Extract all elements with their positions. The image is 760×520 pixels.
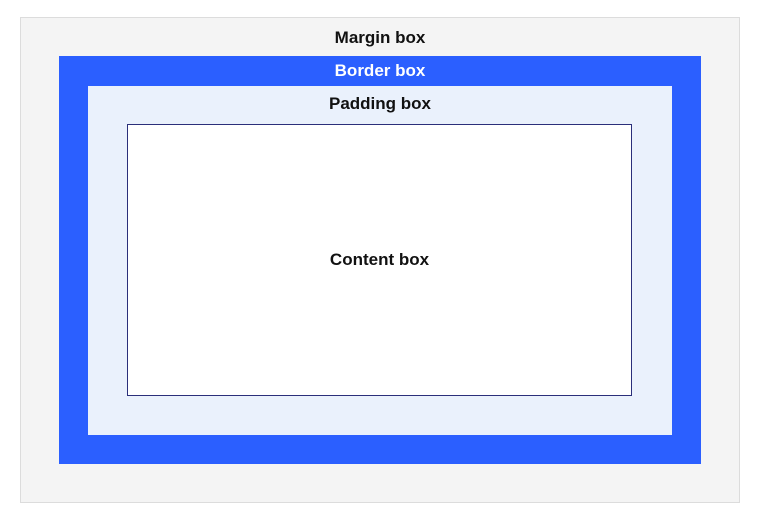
content-box-label: Content box [329, 250, 430, 269]
padding-box-label: Padding box [329, 94, 431, 113]
border-box-label: Border box [334, 61, 426, 80]
content-box: Content box [127, 124, 632, 396]
margin-box-label: Margin box [334, 28, 426, 47]
